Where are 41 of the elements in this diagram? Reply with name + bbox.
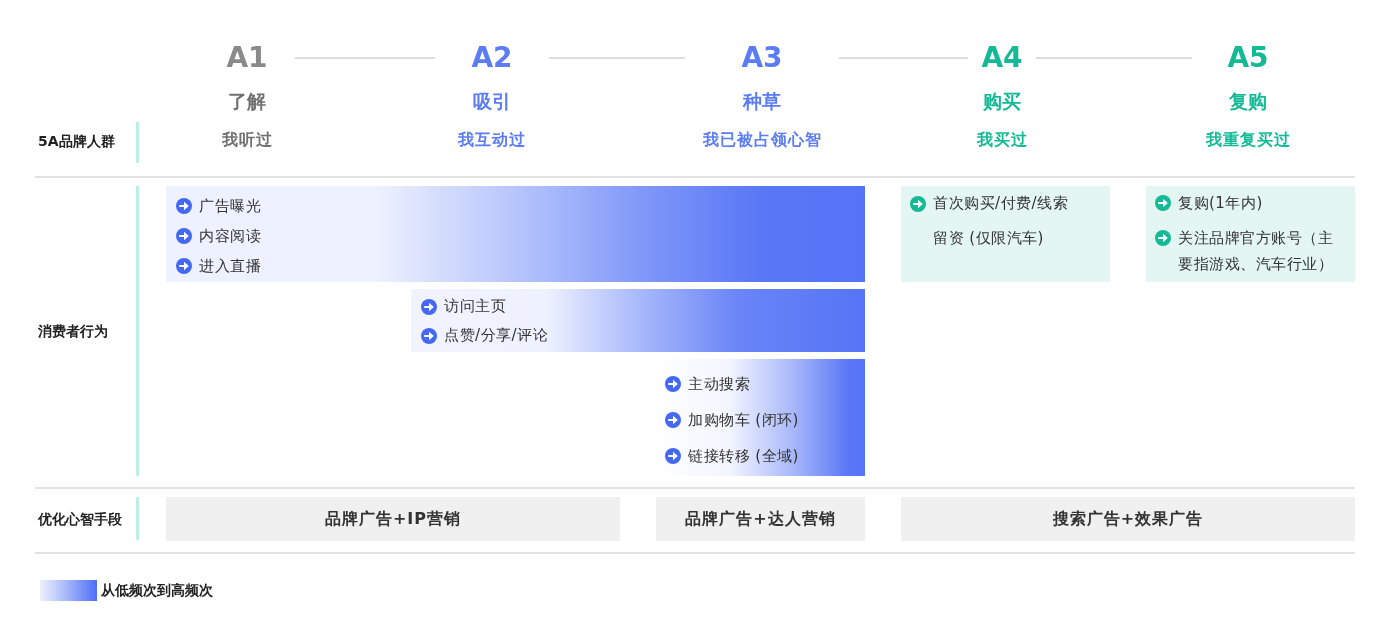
behavior-item: 主动搜索 — [688, 374, 750, 395]
stage-code: A4 — [981, 40, 1023, 76]
stage-description: 我听过 — [221, 129, 273, 151]
connector-line — [838, 57, 969, 59]
behavior-item: 广告曝光 — [199, 196, 261, 217]
stage-description: 我重复买过 — [1205, 129, 1291, 151]
stage-description: 我买过 — [976, 129, 1028, 151]
behavior-panel — [166, 186, 865, 282]
stage-name: 购买 — [983, 89, 1021, 114]
stage-name: 了解 — [228, 89, 266, 114]
stage-name: 复购 — [1229, 89, 1267, 114]
row-header: 5A品牌人群 — [38, 132, 115, 151]
row-header: 消费者行为 — [38, 322, 108, 341]
strategy-panel: 品牌广告+IP营销 — [166, 497, 620, 541]
behavior-item: 内容阅读 — [199, 226, 261, 247]
behavior-item: 关注品牌官方账号（主要指游戏、汽车行业） — [1178, 228, 1334, 275]
stage-name: 吸引 — [473, 89, 511, 114]
strategy-panel: 品牌广告+达人营销 — [656, 497, 865, 541]
stage-code: A3 — [741, 40, 783, 76]
behavior-item: 访问主页 — [444, 296, 506, 317]
stage-description: 我已被占领心智 — [702, 129, 822, 151]
strategy-panel: 搜索广告+效果广告 — [901, 497, 1355, 541]
behavior-item: 进入直播 — [199, 256, 261, 277]
stage-code: A2 — [471, 40, 513, 76]
behavior-panel — [1146, 186, 1355, 282]
stage-name: 种草 — [743, 89, 781, 114]
legend-label: 从低频次到高频次 — [101, 581, 213, 600]
behavior-item: 点赞/分享/评论 — [444, 325, 549, 346]
connector-line — [548, 57, 686, 59]
behavior-panel — [901, 186, 1110, 282]
connector-line — [1035, 57, 1193, 59]
row-header: 优化心智手段 — [38, 510, 122, 529]
connector-line — [294, 57, 436, 59]
behavior-item: 复购(1年内) — [1178, 193, 1264, 214]
behavior-panel — [411, 289, 865, 352]
behavior-item: 链接转移 (全域) — [688, 446, 799, 467]
behavior-item: 首次购买/付费/线索留资 (仅限汽车) — [933, 193, 1070, 249]
stage-code: A5 — [1227, 40, 1269, 76]
stage-code: A1 — [226, 40, 268, 76]
stage-description: 我互动过 — [458, 129, 526, 151]
behavior-item: 加购物车 (闭环) — [688, 410, 799, 431]
